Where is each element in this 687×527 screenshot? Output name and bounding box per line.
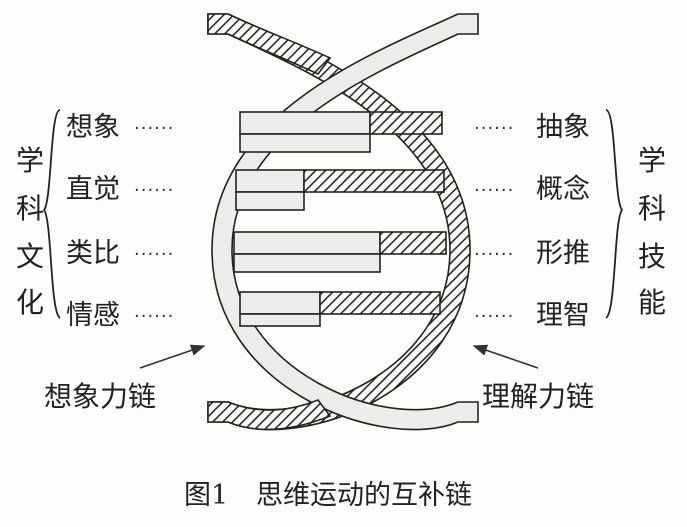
left-group: 学 科 文 化 想象 ······ 直觉 ······ 类比 ······ 情感… bbox=[16, 109, 174, 331]
left-item-1: 想象 bbox=[66, 112, 120, 143]
plain-rung-3 bbox=[233, 231, 381, 255]
left-leader-1: ······ bbox=[134, 118, 174, 139]
left-title-char-2: 科 bbox=[16, 192, 44, 225]
right-title-char-2: 科 bbox=[638, 192, 666, 225]
plain-rung-2b bbox=[235, 191, 305, 211]
hatched-rung-1 bbox=[369, 111, 443, 135]
left-title-char-4: 化 bbox=[16, 286, 44, 319]
left-title-char-3: 文 bbox=[16, 240, 44, 273]
right-title-char-4: 能 bbox=[638, 286, 666, 319]
right-leader-4: ······ bbox=[474, 306, 514, 327]
left-item-4: 情感 bbox=[66, 300, 120, 331]
hatched-rung-3 bbox=[379, 231, 447, 255]
left-item-3: 类比 bbox=[66, 238, 120, 269]
right-leader-3: ······ bbox=[474, 244, 514, 265]
left-title-char-1: 学 bbox=[16, 144, 44, 177]
plain-rung-3b bbox=[233, 253, 381, 273]
left-chain-arrow bbox=[139, 344, 206, 369]
plain-rung-1 bbox=[239, 111, 371, 135]
plain-rung-2 bbox=[235, 169, 305, 193]
plain-rung-4 bbox=[239, 291, 321, 315]
right-brace bbox=[605, 109, 624, 319]
right-item-2: 概念 bbox=[536, 174, 590, 205]
hatched-rung-4 bbox=[319, 291, 441, 315]
bottom-crossing-hatched bbox=[207, 399, 332, 431]
right-group: ······ 抽象 ······ 概念 ······ 形推 ······ 理智 … bbox=[474, 109, 666, 331]
right-title-char-1: 学 bbox=[638, 144, 666, 177]
left-brace bbox=[42, 109, 61, 319]
right-chain-arrow bbox=[472, 344, 539, 369]
figure-number: 图1 bbox=[184, 480, 228, 511]
top-crossing-hatched bbox=[207, 13, 332, 75]
figure-caption: 思维运动的互补链 bbox=[256, 480, 472, 511]
plain-rung-1b bbox=[239, 133, 371, 153]
rungs bbox=[233, 111, 447, 327]
right-item-1: 抽象 bbox=[536, 112, 590, 143]
right-leader-1: ······ bbox=[474, 118, 514, 139]
plain-rung-4b bbox=[239, 313, 321, 327]
left-leader-2: ······ bbox=[134, 180, 174, 201]
left-leader-3: ······ bbox=[134, 244, 174, 265]
imagination-chain-strand bbox=[211, 13, 479, 431]
right-title-char-3: 技 bbox=[638, 240, 666, 273]
hatched-rung-2 bbox=[303, 169, 445, 193]
right-chain-label: 理解力链 bbox=[482, 380, 594, 413]
right-item-3: 形推 bbox=[536, 238, 590, 269]
right-leader-2: ······ bbox=[474, 180, 514, 201]
left-leader-4: ······ bbox=[134, 306, 174, 327]
right-item-4: 理智 bbox=[536, 300, 590, 331]
left-chain-label: 想象力链 bbox=[44, 380, 156, 413]
left-item-2: 直觉 bbox=[66, 174, 120, 205]
